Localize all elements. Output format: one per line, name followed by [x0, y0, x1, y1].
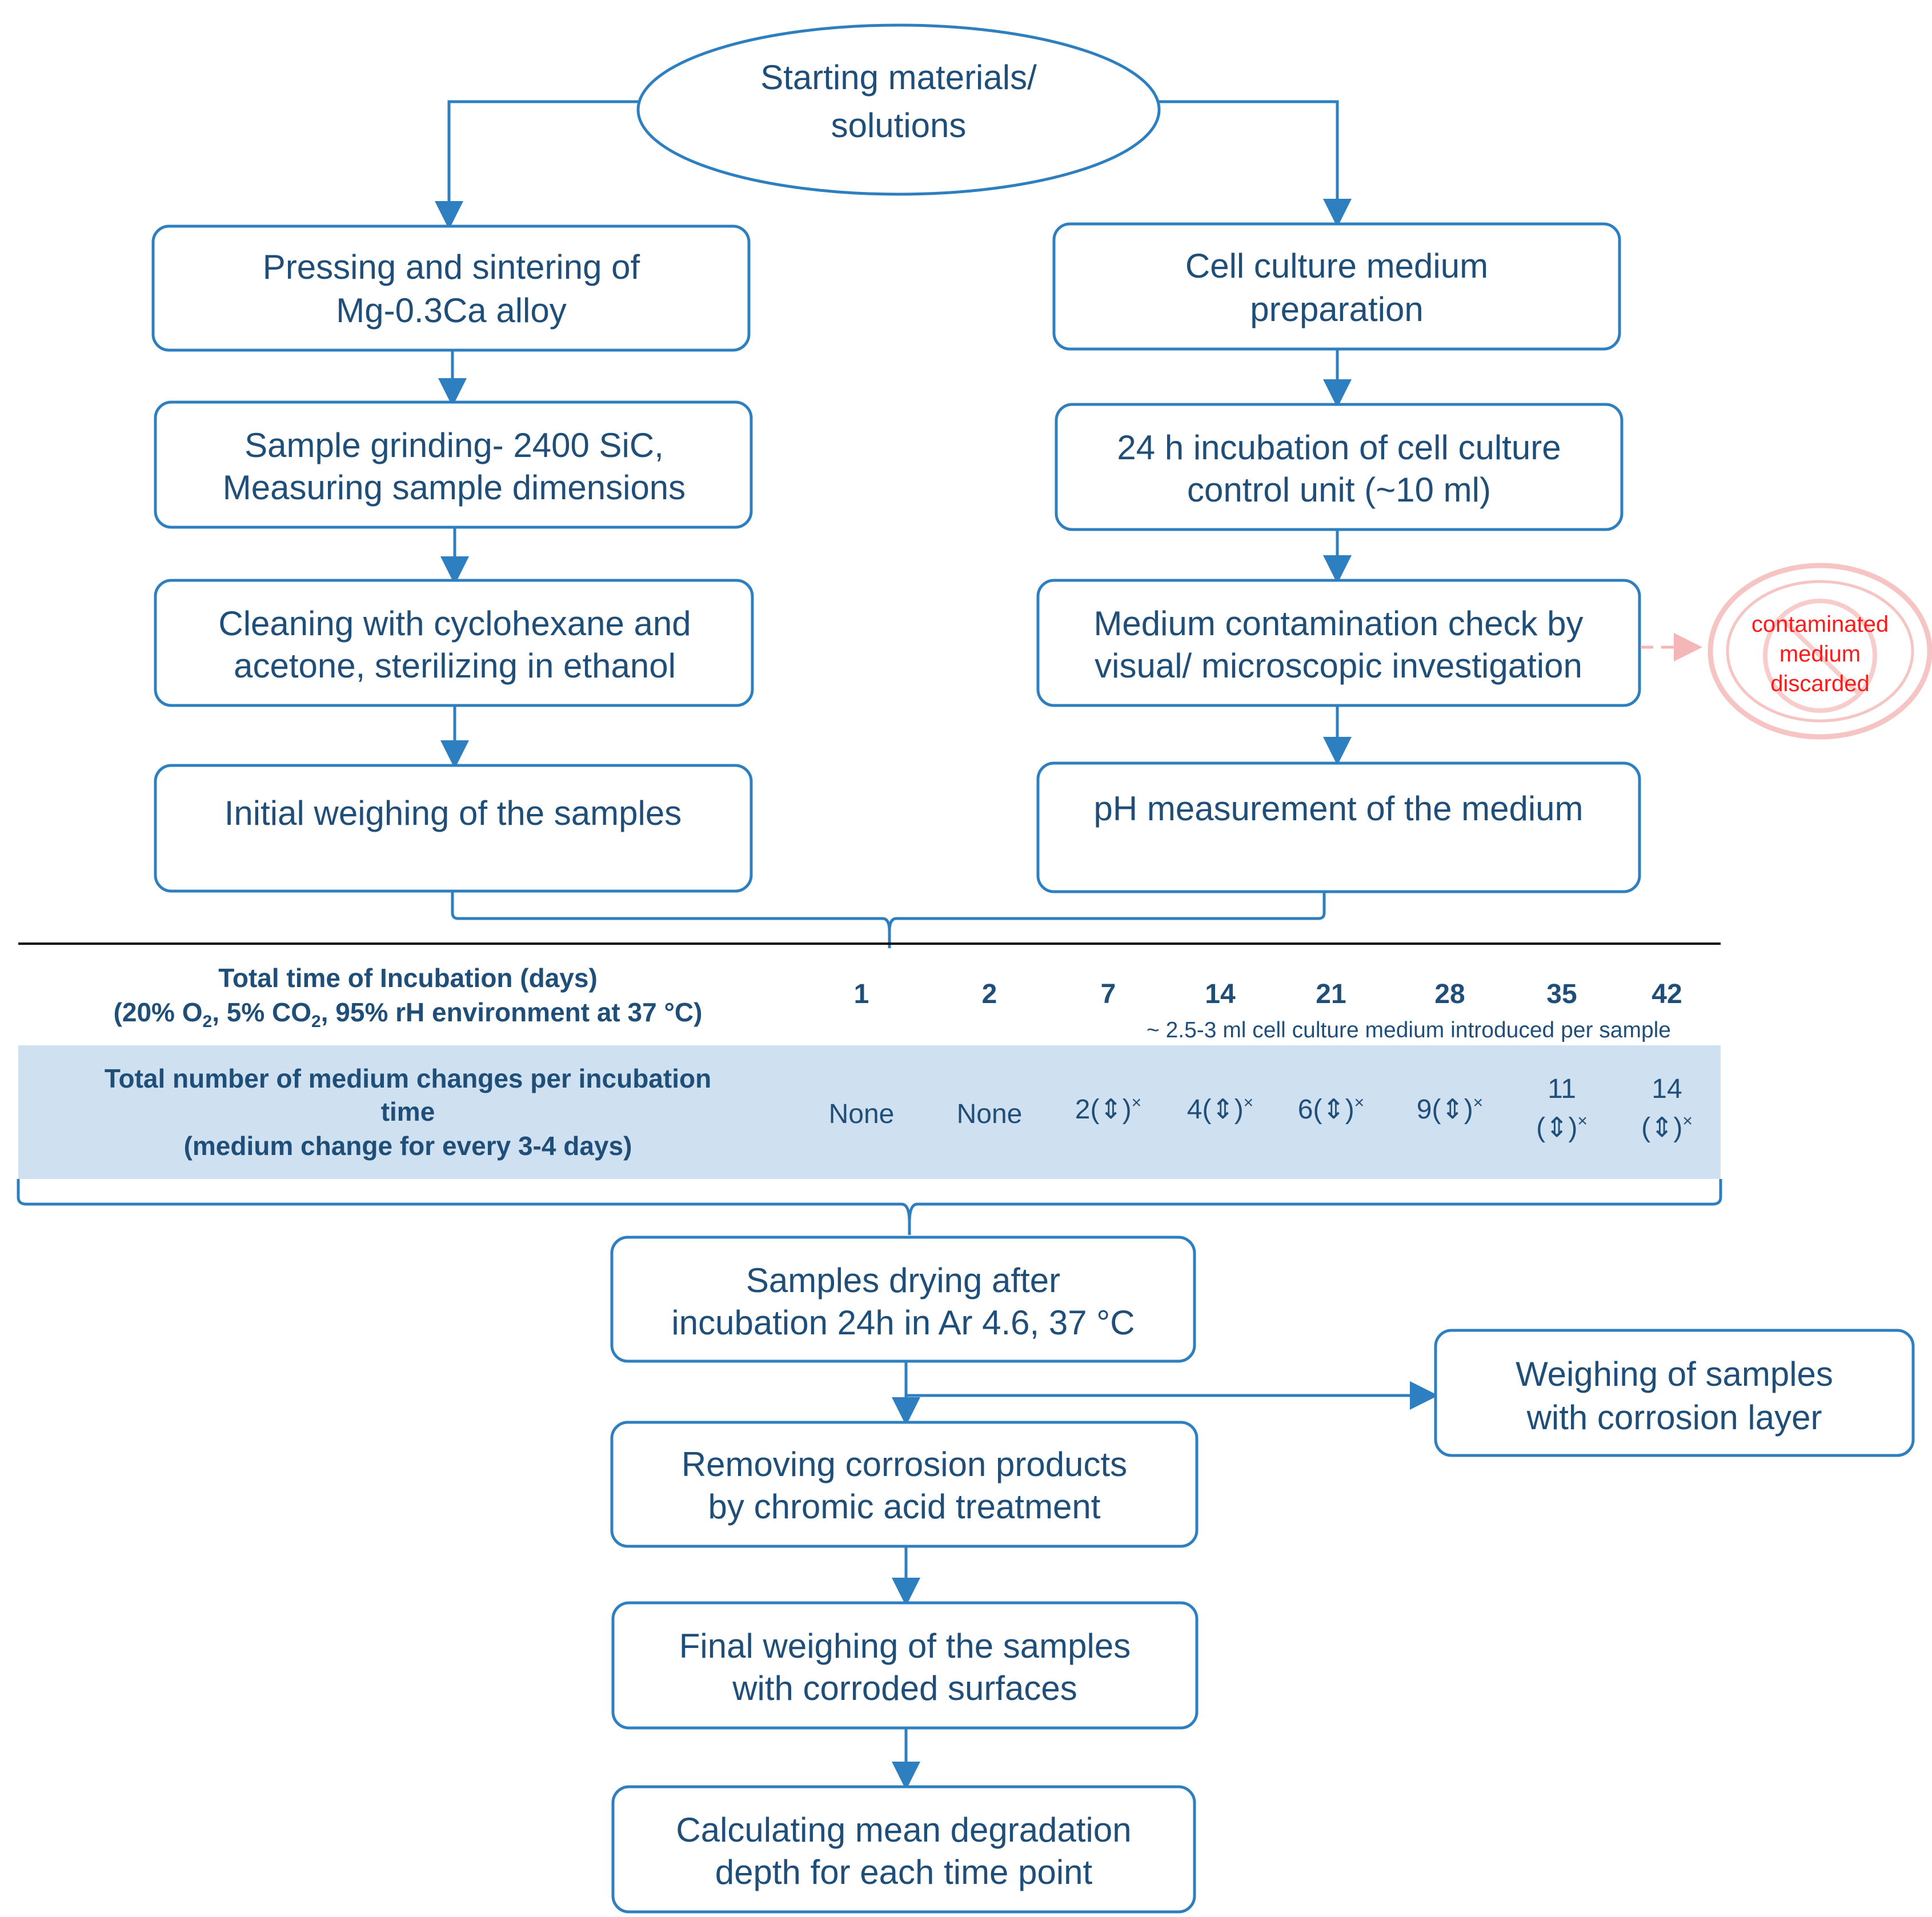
superscript-mark: × [1577, 1112, 1588, 1130]
pressing-label-1: Pressing and sintering of [263, 248, 640, 286]
superscript-mark: × [1473, 1093, 1484, 1112]
calculating-box: Calculating mean degradation depth for e… [611, 1785, 1196, 1914]
final-weighing-label-2: with corroded surfaces [732, 1669, 1077, 1707]
superscript-mark: × [1132, 1093, 1142, 1112]
time-header-co2: , 5% CO [212, 997, 311, 1027]
discard-stamp: contaminated medium discarded [1707, 563, 1932, 740]
change-symbol: (⇕) [1536, 1113, 1577, 1143]
day-label: 35 [1546, 979, 1577, 1009]
time-header-line1: Total time of Incubation (days) [218, 963, 598, 993]
medium-prep-label-2: preparation [1250, 290, 1424, 328]
final-weighing-box: Final weighing of the samples with corro… [611, 1601, 1199, 1730]
day-label: 7 [1101, 979, 1116, 1009]
table-brace [17, 1179, 1722, 1223]
medium-preparation-box: Cell culture medium preparation [1052, 222, 1621, 351]
day-label: 1 [854, 979, 869, 1009]
drying-label-2: incubation 24h in Ar 4.6, 37 °C [671, 1304, 1135, 1342]
medium-change-icon: (⇕) [1202, 1094, 1243, 1125]
cleaning-label-1: Cleaning with cyclohexane and [218, 604, 691, 643]
change-count: 9(⇕)× [1417, 1093, 1483, 1125]
no-entry-icon [1763, 599, 1877, 713]
medium-change-icon: (⇕) [1313, 1094, 1354, 1125]
change-number: 4 [1187, 1094, 1203, 1125]
grinding-label-2: Measuring sample dimensions [223, 468, 686, 507]
medium-change-icon: (⇕) [1432, 1094, 1473, 1125]
start-label-1: Starting materials/ [760, 58, 1037, 97]
medium-change-icon: (⇕)× [1641, 1112, 1693, 1143]
start-to-left-arrow [435, 100, 638, 230]
contamination-label-1: Medium contamination check by [1093, 604, 1583, 643]
stamp-label-3: discarded [1770, 671, 1869, 696]
final-weighing-label-1: Final weighing of the samples [679, 1627, 1131, 1665]
change-count: 11 [1548, 1074, 1576, 1104]
incubation-control-label-1: 24 h incubation of cell culture [1117, 428, 1561, 467]
change-count: 6(⇕)× [1298, 1093, 1364, 1125]
initial-weighing-label: Initial weighing of the samples [225, 794, 682, 832]
ph-measurement-label: pH measurement of the medium [1093, 789, 1583, 828]
cleaning-box: Cleaning with cyclohexane and acetone, s… [154, 579, 754, 707]
change-count: 4(⇕)× [1187, 1093, 1253, 1125]
day-columns: 1 2 7 14 21 28 35 42 [854, 979, 1682, 1009]
side-weighing-box: Weighing of samples with corrosion layer [1434, 1329, 1915, 1457]
grinding-label-1: Sample grinding- 2400 SiC, [244, 426, 664, 464]
time-header-line2: (20% O2, 5% CO2, 95% rH environment at 3… [114, 997, 703, 1031]
medium-changes-band [18, 1045, 1721, 1179]
day-label: 28 [1434, 979, 1465, 1009]
calculating-label-2: depth for each time point [715, 1853, 1093, 1891]
merge-brace [451, 892, 1326, 932]
change-number: 6 [1298, 1094, 1313, 1125]
change-number: 2 [1075, 1094, 1091, 1125]
change-count: None [957, 1099, 1023, 1129]
removing-label-1: Removing corrosion products [682, 1445, 1127, 1483]
grinding-box: Sample grinding- 2400 SiC, Measuring sam… [154, 400, 753, 529]
time-header-env: , 95% rH environment at 37 °C) [321, 997, 703, 1027]
change-symbol: (⇕) [1641, 1113, 1682, 1143]
pressing-label-2: Mg-0.3Ca alloy [336, 291, 567, 330]
contamination-check-box: Medium contamination check by visual/ mi… [1036, 579, 1641, 707]
calculating-label-1: Calculating mean degradation [676, 1811, 1131, 1849]
day-label: 21 [1316, 979, 1346, 1009]
co2-subscript: 2 [311, 1012, 321, 1031]
changes-header-line1: Total number of medium changes per incub… [105, 1064, 711, 1093]
change-number: 9 [1417, 1094, 1432, 1125]
changes-header-line3: (medium change for every 3-4 days) [184, 1131, 632, 1161]
changes-header-line2: time [381, 1097, 435, 1126]
medium-change-icon: (⇕) [1090, 1094, 1131, 1125]
start-to-right-arrow [1159, 100, 1352, 227]
pressing-sintering-box: Pressing and sintering of Mg-0.3Ca alloy [151, 224, 751, 352]
initial-weighing-box: Initial weighing of the samples [154, 764, 753, 893]
stamp-label-1: contaminated [1751, 612, 1889, 637]
ph-measurement-box: pH measurement of the medium [1036, 761, 1641, 893]
change-count: None [829, 1099, 895, 1129]
incubation-control-label-2: control unit (~10 ml) [1187, 471, 1491, 509]
side-weighing-label-1: Weighing of samples [1516, 1355, 1833, 1393]
start-node: Starting materials/ solutions [636, 23, 1161, 196]
medium-prep-label-1: Cell culture medium [1185, 247, 1488, 285]
contamination-label-2: visual/ microscopic investigation [1095, 647, 1582, 685]
day-label: 14 [1205, 979, 1236, 1009]
cleaning-label-2: acetone, sterilizing in ethanol [234, 647, 676, 685]
incubation-control-box: 24 h incubation of cell culture control … [1055, 403, 1624, 531]
superscript-mark: × [1682, 1112, 1693, 1130]
change-count: 14 [1652, 1074, 1682, 1104]
superscript-mark: × [1244, 1093, 1254, 1112]
superscript-mark: × [1354, 1093, 1365, 1112]
start-label-2: solutions [831, 106, 967, 145]
removing-corrosion-box: Removing corrosion products by chromic a… [610, 1421, 1199, 1548]
medium-change-icon: (⇕)× [1536, 1112, 1588, 1143]
day-label: 42 [1652, 979, 1682, 1009]
stamp-label-2: medium [1779, 641, 1861, 667]
o2-subscript: 2 [203, 1012, 213, 1031]
time-header-o2: (20% O [114, 997, 203, 1027]
drying-label-1: Samples drying after [746, 1261, 1060, 1300]
side-weighing-label-2: with corrosion layer [1526, 1398, 1822, 1437]
medium-volume-note: ~ 2.5-3 ml cell culture medium introduce… [1147, 1018, 1671, 1042]
drying-box: Samples drying after incubation 24h in A… [610, 1236, 1196, 1363]
change-count: 2(⇕)× [1075, 1093, 1141, 1125]
removing-label-2: by chromic acid treatment [708, 1487, 1101, 1526]
day-label: 2 [982, 979, 997, 1009]
